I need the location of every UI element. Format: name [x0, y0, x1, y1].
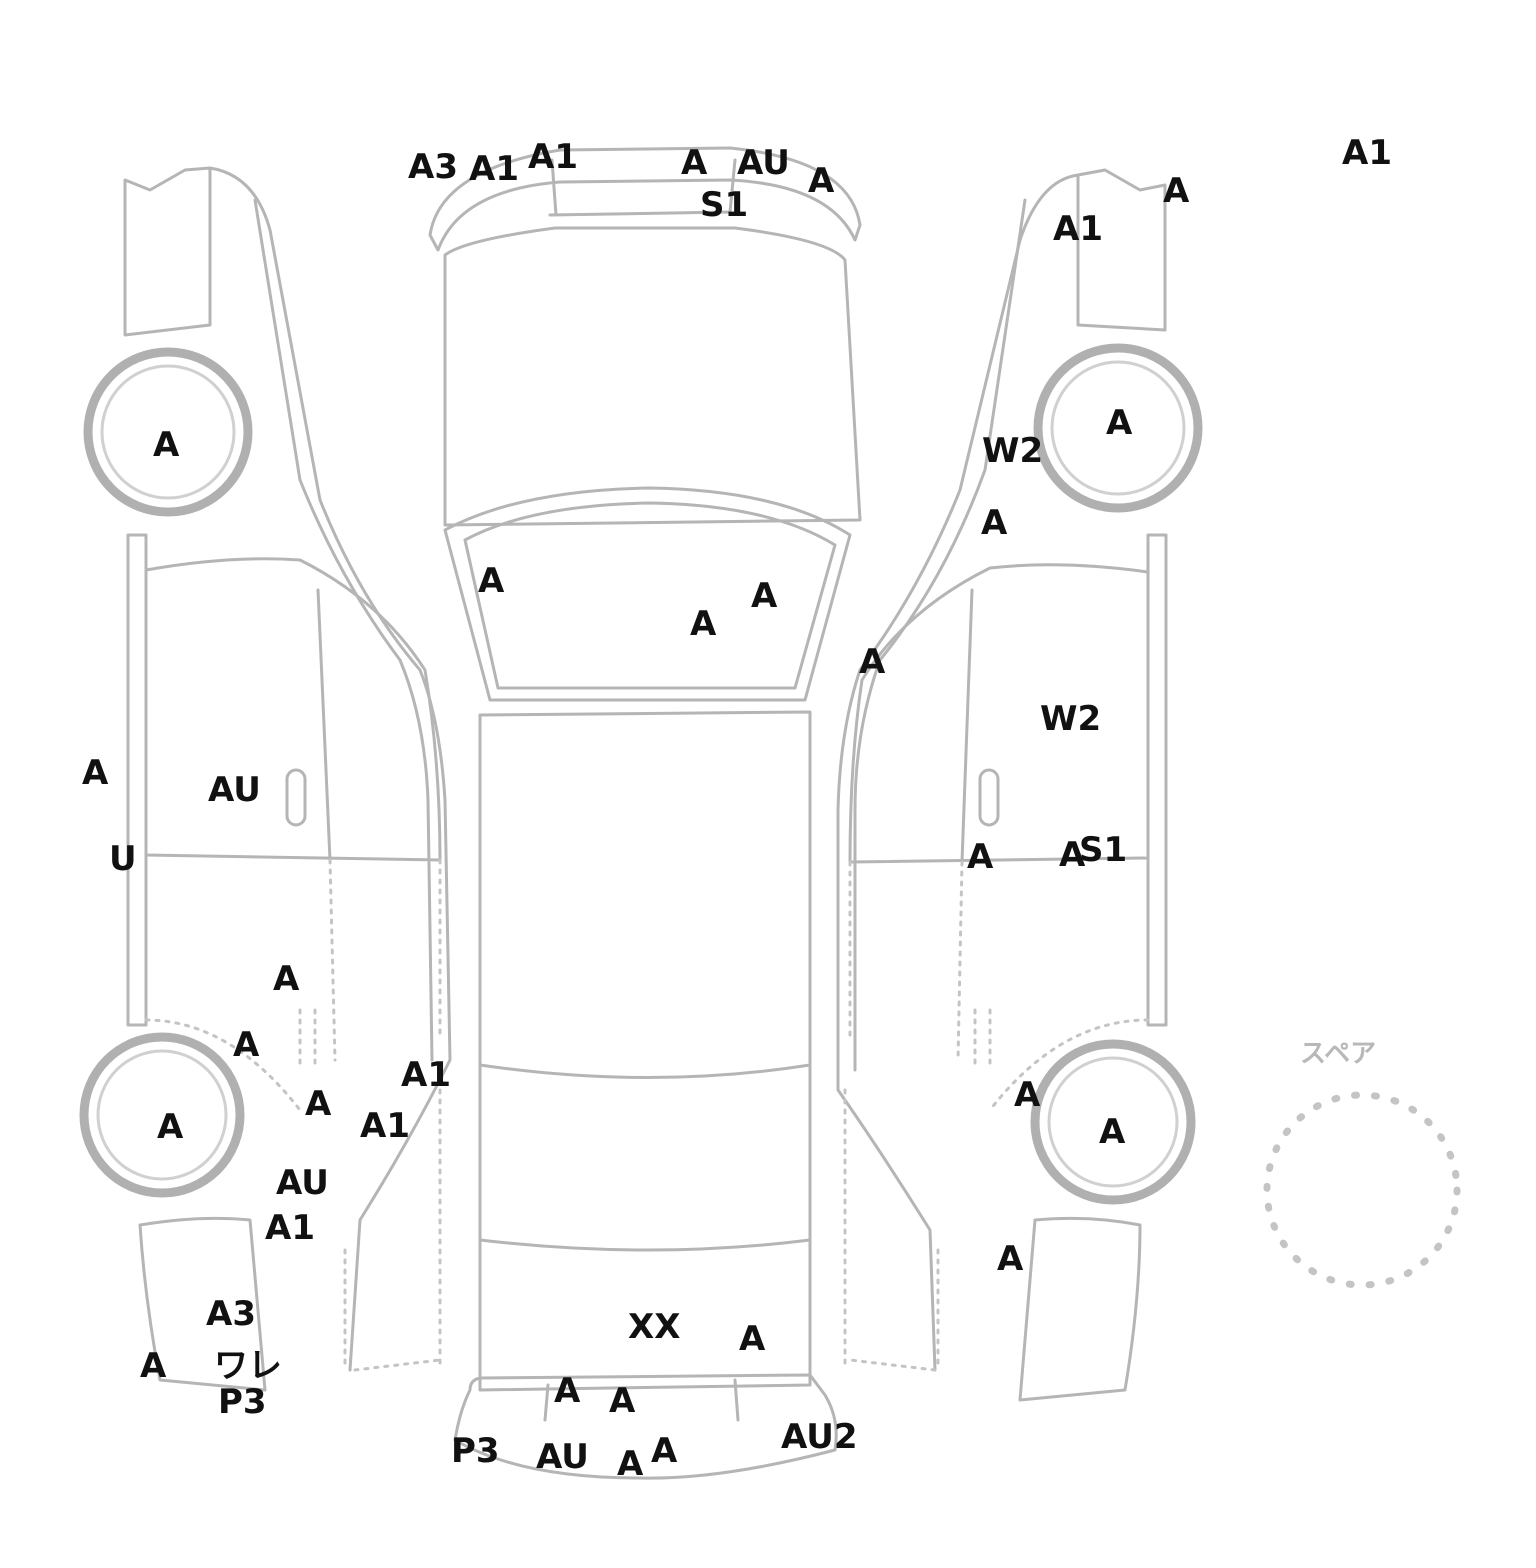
left-side-view [79, 166, 452, 1392]
damage-mark: AU [208, 770, 261, 810]
left-rear-tire [79, 1032, 245, 1198]
damage-mark: A [690, 604, 717, 644]
damage-mark: A1 [401, 1055, 451, 1095]
damage-mark: S1 [700, 185, 748, 225]
damage-mark: A [751, 576, 778, 616]
left-mirror [123, 166, 212, 337]
damage-mark: A [305, 1084, 332, 1124]
damage-mark: A [617, 1444, 644, 1484]
right-rear-tire [1030, 1039, 1196, 1205]
damage-mark: AU [536, 1437, 589, 1477]
damage-mark: A1 [528, 137, 578, 177]
damage-mark: A [739, 1319, 766, 1359]
top-view [428, 146, 862, 1480]
rear-bumper [453, 1373, 838, 1480]
hood [443, 226, 862, 527]
damage-mark: A [153, 425, 180, 465]
left-rocker-panel [126, 533, 148, 1027]
damage-mark: A3 [408, 147, 458, 187]
right-front-door [848, 563, 1150, 864]
damage-mark: P3 [451, 1431, 500, 1471]
damage-mark: AU [737, 143, 790, 183]
damage-mark: A [140, 1346, 167, 1386]
damage-mark: A [1106, 403, 1133, 443]
damage-mark: A [233, 1025, 260, 1065]
damage-mark: P3 [218, 1382, 267, 1422]
damage-marks: A3 A1 A1 A AU A S1 A1 A A1 A W2 A A W2 A… [82, 133, 1392, 1484]
damage-mark: A [981, 503, 1008, 543]
damage-mark: U [109, 839, 137, 879]
left-front-tire [83, 347, 253, 517]
damage-mark: A1 [265, 1208, 315, 1248]
damage-mark: A [478, 561, 505, 601]
left-front-body-line [208, 166, 452, 1372]
damage-mark: A3 [206, 1294, 256, 1334]
front-bumper [428, 146, 862, 252]
damage-mark: A [967, 837, 994, 877]
right-mirror [1076, 168, 1167, 332]
damage-mark: A1 [360, 1106, 410, 1146]
damage-mark: A [997, 1239, 1024, 1279]
damage-mark: AU2 [781, 1417, 858, 1457]
damage-mark: AU [276, 1163, 329, 1203]
damage-mark: A [1014, 1075, 1041, 1115]
damage-mark: W2 [1040, 699, 1101, 739]
left-front-door [144, 557, 442, 862]
right-front-body-line [836, 173, 1080, 1372]
damage-mark: A [554, 1371, 581, 1411]
left-rear-bumper [138, 1216, 267, 1392]
damage-mark: XX [628, 1307, 680, 1347]
damage-mark: A1 [1053, 209, 1103, 249]
damage-mark: A [1059, 835, 1086, 875]
damage-mark: W2 [982, 431, 1043, 471]
right-front-tire [1033, 343, 1203, 513]
spare-tire: スペア [1263, 1039, 1461, 1289]
damage-mark: A [157, 1107, 184, 1147]
spare-label: スペア [1300, 1039, 1376, 1069]
damage-mark: A [609, 1381, 636, 1421]
damage-mark: A [273, 959, 300, 999]
damage-mark: A1 [1342, 133, 1392, 173]
right-side-view [836, 168, 1203, 1402]
damage-mark: ワレ [214, 1346, 282, 1386]
damage-mark: A [82, 753, 109, 793]
damage-mark: A [808, 161, 835, 201]
windshield [443, 486, 852, 702]
damage-mark: A1 [469, 149, 519, 189]
damage-mark: A [859, 642, 886, 682]
damage-mark: A [651, 1431, 678, 1471]
roof [478, 710, 812, 1392]
damage-mark: A [1163, 171, 1190, 211]
damage-mark: A [1099, 1112, 1126, 1152]
damage-mark: S1 [1079, 830, 1127, 870]
right-rocker-panel [1146, 533, 1168, 1027]
spare-tire-outline [1263, 1091, 1461, 1289]
damage-mark: A [681, 143, 708, 183]
right-rear-bumper [1018, 1216, 1142, 1402]
